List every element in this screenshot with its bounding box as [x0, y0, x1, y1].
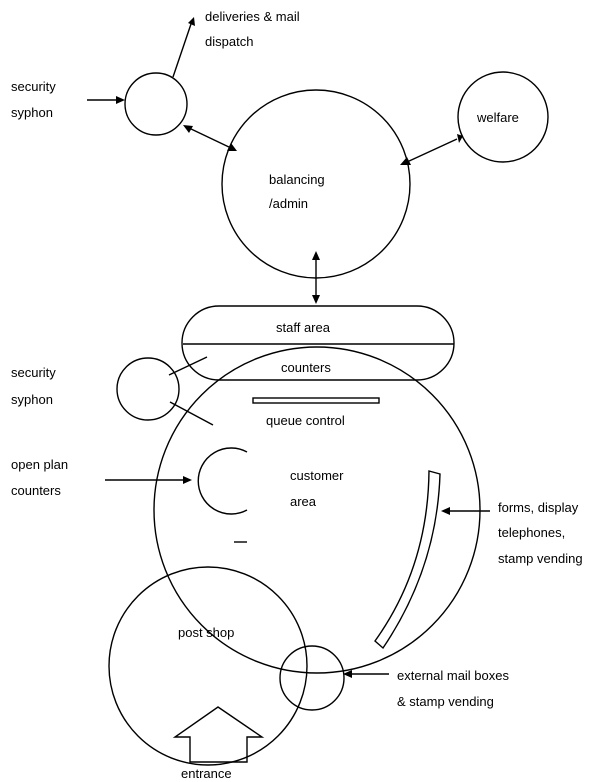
welfare-circle [457, 71, 549, 163]
queue-control-label: queue control [266, 413, 345, 428]
forms-label-line2: telephones, [498, 525, 565, 540]
external-mail-boxes-label-line1: external mail boxes [397, 668, 509, 683]
balancing-label-line1: balancing [269, 172, 325, 187]
arrow-to-deliveries [172, 17, 195, 78]
security-syphon-mid-label-line1: security [11, 365, 56, 380]
staff-area-label: staff area [276, 320, 331, 335]
security-syphon-top-label-line2: syphon [11, 105, 53, 120]
customer-area-label-line1: customer [290, 468, 344, 483]
balancing-label-line2: /admin [269, 196, 308, 211]
entrance-arrow [172, 706, 265, 763]
arrow-balancing-staff [312, 251, 320, 304]
forms-label-line3: stamp vending [498, 551, 583, 566]
security-syphon-top-label-line1: security [11, 79, 56, 94]
open-plan-counters-arc [197, 447, 248, 515]
arrow-balancing-welfare [400, 134, 463, 165]
deliveries-label-line2: dispatch [205, 34, 253, 49]
post-shop-label: post shop [178, 625, 234, 640]
security-syphon-top-circle [124, 72, 188, 136]
security-syphon-mid-circle [116, 357, 180, 421]
forms-display-unit [374, 470, 441, 650]
deliveries-label-line1: deliveries & mail [205, 9, 300, 24]
security-syphon-mid-label-line2: syphon [11, 392, 53, 407]
open-plan-label-line1: open plan [11, 457, 68, 472]
arrow-open-plan-counters [105, 476, 192, 484]
staff-area-capsule [181, 305, 455, 381]
forms-label-line1: forms, display [498, 500, 579, 515]
customer-area-circle [153, 346, 481, 674]
open-plan-label-line2: counters [11, 483, 61, 498]
arrow-security-syphon-in [87, 96, 125, 104]
external-mail-boxes-circle [279, 645, 345, 711]
external-mail-boxes-label-line2: & stamp vending [397, 694, 494, 709]
security-connector-lower [169, 401, 214, 426]
entrance-label: entrance [181, 766, 232, 781]
arrow-external-mail-boxes [343, 670, 389, 678]
post-shop-circle [108, 566, 308, 766]
arrow-syphon-balancing [183, 125, 237, 151]
customer-area-label-line2: area [290, 494, 317, 509]
queue-control-barrier [252, 397, 380, 404]
welfare-label: welfare [476, 110, 519, 125]
counters-label: counters [281, 360, 331, 375]
security-connector-upper [168, 356, 208, 376]
arrow-forms-display [441, 507, 490, 515]
